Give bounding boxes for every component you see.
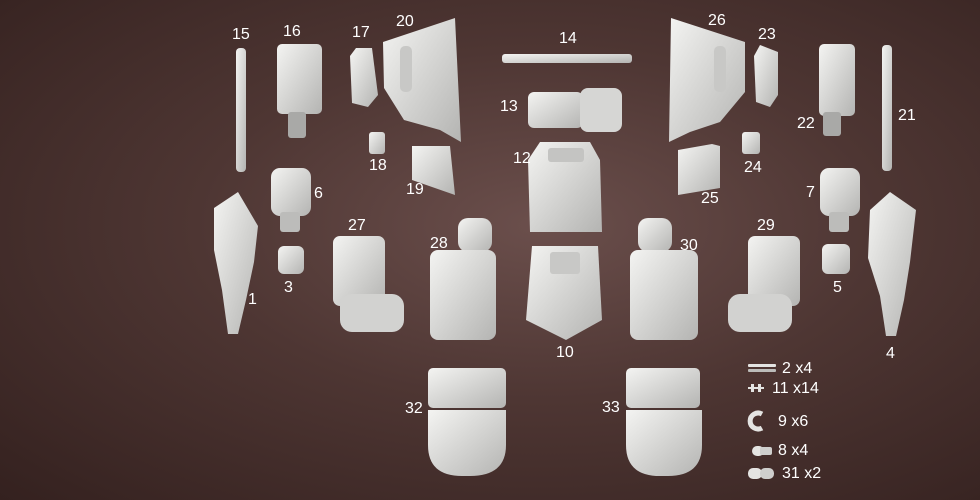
part-label-3: 3	[284, 279, 293, 296]
part-26-armor	[669, 18, 745, 142]
part-24	[742, 132, 760, 154]
part-label-27: 27	[348, 217, 366, 234]
part-label-25: 25	[701, 190, 719, 207]
part-21-rod	[882, 45, 892, 171]
legend-label-peg: 8 x4	[778, 442, 809, 459]
part-label-24: 24	[744, 159, 762, 176]
pin-icon	[748, 384, 764, 392]
part-label-5: 5	[833, 279, 842, 296]
legend-label-double-peg: 31 x2	[782, 465, 822, 482]
part-label-28: 28	[430, 235, 448, 252]
part-label-23: 23	[758, 26, 776, 43]
part-label-15: 15	[232, 26, 250, 43]
part-label-13: 13	[500, 98, 518, 115]
part-label-19: 19	[406, 181, 424, 198]
part-label-30: 30	[680, 237, 698, 254]
part-28	[430, 218, 496, 340]
part-label-20: 20	[396, 13, 414, 30]
legend-label-pin: 11 x14	[772, 380, 819, 397]
part-label-32: 32	[405, 400, 423, 417]
part-10-lower	[526, 246, 602, 340]
part-label-4: 4	[886, 345, 895, 362]
double-bar-icon	[748, 364, 776, 372]
part-label-7: 7	[806, 184, 815, 201]
part-29-leg	[728, 236, 800, 332]
legend-label-clip: 9 x6	[778, 413, 809, 430]
part-label-17: 17	[352, 24, 370, 41]
part-label-10: 10	[556, 344, 574, 361]
part-label-22: 22	[797, 115, 815, 132]
part-label-33: 33	[602, 399, 620, 416]
part-label-21: 21	[898, 107, 916, 124]
part-20-armor	[383, 18, 461, 142]
part-14-rod	[502, 54, 632, 63]
peg-icon	[752, 446, 772, 456]
part-19-wedge	[412, 146, 455, 195]
clip-icon	[747, 410, 764, 432]
part-33-foot	[626, 368, 702, 476]
part-13	[528, 88, 622, 132]
part-label-1: 1	[248, 291, 257, 308]
part-7-cylinder	[820, 168, 860, 232]
part-30	[630, 218, 698, 340]
part-15-rod	[236, 48, 246, 172]
part-label-12: 12	[513, 150, 531, 167]
part-25-wedge	[678, 144, 720, 195]
part-label-18: 18	[369, 157, 387, 174]
part-label-14: 14	[559, 30, 577, 47]
part-1-arm	[214, 192, 258, 334]
part-12-torso	[528, 142, 602, 232]
part-17-plate	[350, 48, 378, 107]
part-32-foot	[428, 368, 506, 476]
part-6-cylinder	[271, 168, 311, 232]
part-label-16: 16	[283, 23, 301, 40]
part-23-plate	[754, 45, 778, 107]
part-3-hand	[278, 246, 304, 274]
part-label-26: 26	[708, 12, 726, 29]
part-label-6: 6	[314, 185, 323, 202]
double-peg-icon	[748, 468, 774, 479]
part-16	[277, 44, 322, 138]
part-18	[369, 132, 385, 154]
part-label-29: 29	[757, 217, 775, 234]
part-27-leg	[333, 236, 404, 332]
legend-label-double-bar: 2 x4	[782, 360, 813, 377]
part-5-hand	[822, 244, 850, 274]
part-4-arm	[868, 192, 916, 336]
part-22	[819, 44, 855, 136]
